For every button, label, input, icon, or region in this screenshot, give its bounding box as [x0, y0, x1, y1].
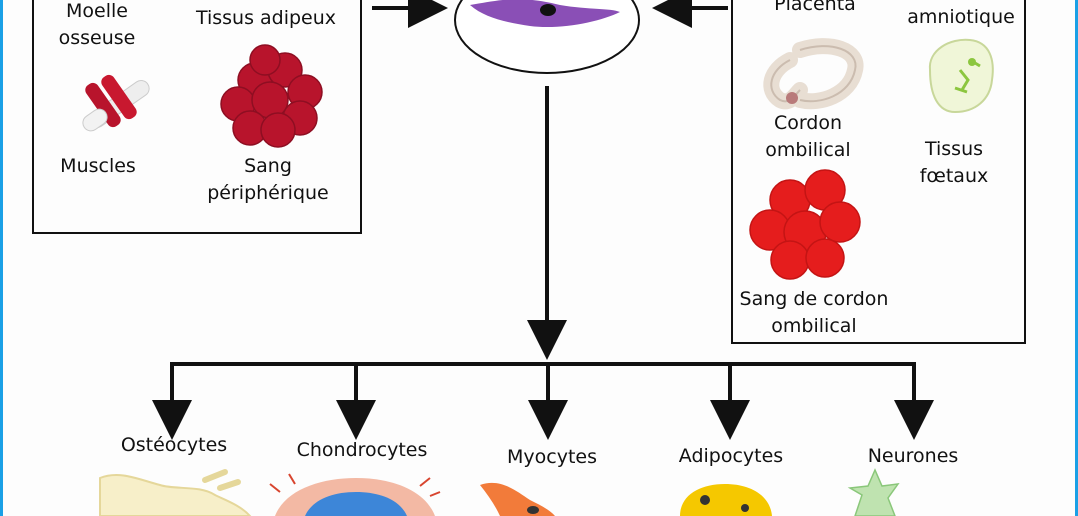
fetal-tissue-illustration: [928, 38, 994, 114]
placenta-label: Placenta: [774, 0, 856, 15]
muscles-label: Muscles: [60, 155, 136, 177]
umbilical-cord-label: Cordon ombilical: [765, 112, 851, 161]
perinatal-sources-box: [731, 0, 1026, 344]
bone-marrow-label: Moelle osseuse: [58, 0, 136, 49]
adipose-label: Tissus adipeux: [195, 7, 337, 29]
osteocyte-illustration: [99, 469, 252, 516]
myocytes-label: Myocytes: [507, 446, 597, 468]
neuron-illustration: [847, 468, 900, 516]
peripheral-blood-label: Sang périphérique: [207, 155, 329, 204]
fetal-tissue-label: Tissus fœtaux: [919, 138, 989, 187]
adipocyte-illustration: [680, 484, 772, 516]
cord-blood-label: Sang de cordon ombilical: [739, 288, 889, 337]
stem-cell: [454, 0, 640, 74]
adult-sources-box: [32, 0, 362, 234]
peripheral-blood-illustration: [220, 44, 323, 148]
osteocytes-label: Ostéocytes: [120, 434, 228, 456]
chondrocytes-label: Chondrocytes: [296, 439, 428, 461]
adipocytes-label: Adipocytes: [678, 445, 784, 467]
cord-blood-illustration: [749, 169, 861, 280]
neurones-label: Neurones: [867, 445, 959, 467]
muscle-illustration: [82, 74, 150, 132]
umbilical-cord-illustration: [763, 38, 864, 110]
chondrocyte-illustration: [269, 473, 441, 516]
amniotic-label: amniotique: [907, 6, 1015, 28]
myocyte-illustration: [480, 482, 555, 516]
